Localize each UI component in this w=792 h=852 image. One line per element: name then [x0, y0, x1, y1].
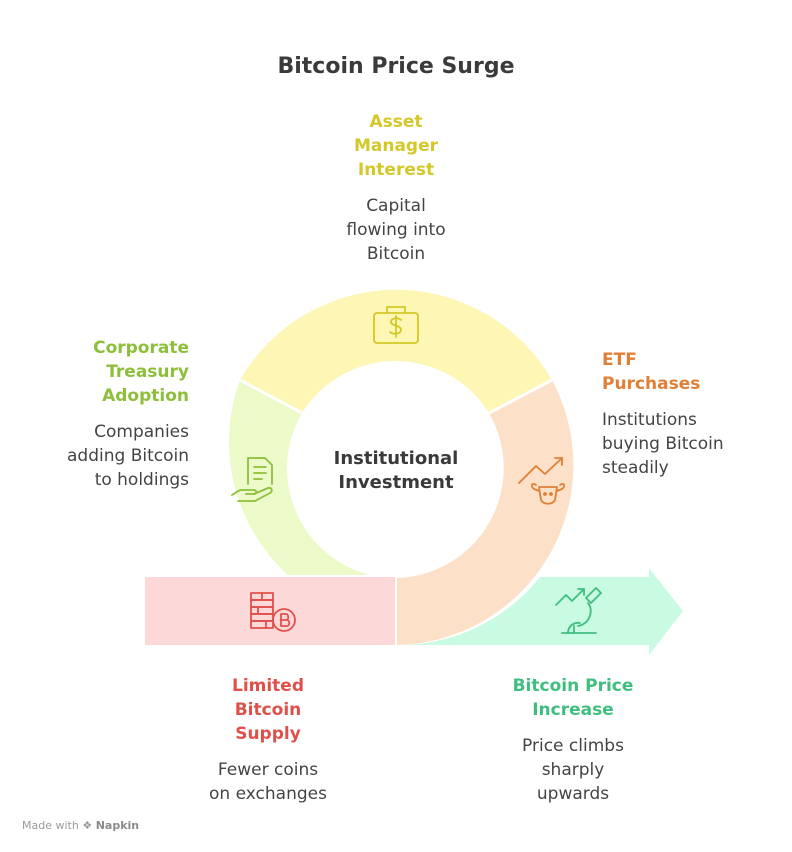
price-description: Price climbs sharply upwards [522, 736, 624, 804]
napkin-logo-icon: ❖ [82, 819, 93, 832]
price-heading: Bitcoin Price Increase [512, 676, 634, 720]
segment-supply [145, 577, 396, 645]
briefcase-dollar-icon [373, 306, 419, 344]
etf-description: Institutions buying Bitcoin steadily [602, 410, 724, 478]
center-label: Institutional Investment [333, 448, 459, 493]
corporate-description: Companies adding Bitcoin to holdings [67, 422, 189, 490]
napkin-brand: Napkin [95, 819, 140, 832]
etf-heading: ETF Purchases [602, 350, 701, 394]
hand-document-icon [231, 457, 273, 502]
bitcoin-stack-icon [250, 592, 296, 632]
supply-description: Fewer coins on exchanges [209, 760, 327, 804]
segment-asset-manager [240, 289, 552, 413]
asset-manager-heading: Asset Manager Interest [353, 112, 439, 180]
made-with-footer: Made with ❖ Napkin [22, 819, 139, 832]
bull-chart-icon [518, 457, 566, 505]
supply-heading: Limited Bitcoin Supply [231, 676, 305, 744]
microscope-chart-icon [555, 587, 602, 634]
asset-manager-description: Capital flowing into Bitcoin [346, 196, 446, 264]
segment-corporate [229, 380, 370, 575]
made-with-label: Made with [22, 819, 79, 832]
segment-etf [396, 380, 574, 645]
corporate-heading: Corporate Treasury Adoption [93, 338, 189, 406]
segment-price-arrow [396, 568, 683, 655]
diagram-title: Bitcoin Price Surge [277, 54, 515, 79]
